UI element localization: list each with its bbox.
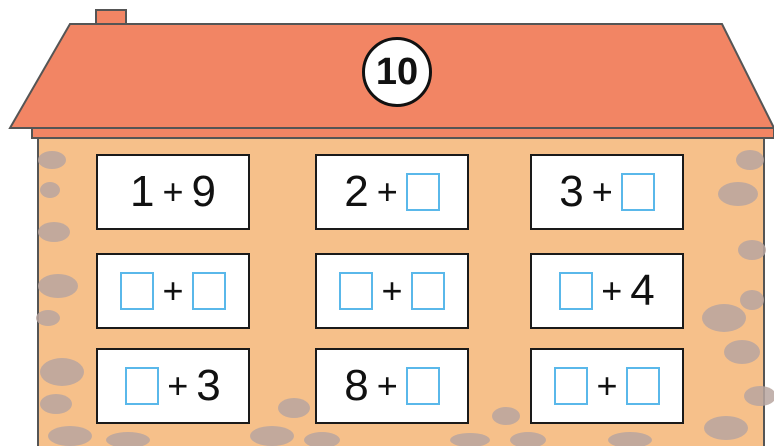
addition-window: + <box>315 253 469 329</box>
addition-window: +3 <box>96 348 250 424</box>
addition-expression: 3+ <box>559 170 655 214</box>
addend-number: 1 <box>130 170 154 214</box>
plus-sign: + <box>596 368 617 404</box>
answer-box[interactable] <box>406 173 440 211</box>
addition-expression: + <box>554 367 659 405</box>
answer-box[interactable] <box>411 272 445 310</box>
answer-box[interactable] <box>621 173 655 211</box>
answer-box[interactable] <box>554 367 588 405</box>
addition-expression: +3 <box>125 364 221 408</box>
roof-eave <box>32 128 774 138</box>
addend-number: 3 <box>559 170 583 214</box>
plus-sign: + <box>377 174 398 210</box>
addition-window: 2+ <box>315 154 469 230</box>
addend-number: 9 <box>192 170 216 214</box>
answer-box[interactable] <box>120 272 154 310</box>
plus-sign: + <box>377 368 398 404</box>
addition-expression: + <box>339 272 444 310</box>
addition-expression: 1+9 <box>130 170 216 214</box>
addend-number: 2 <box>344 170 368 214</box>
plus-sign: + <box>162 174 183 210</box>
answer-box[interactable] <box>192 272 226 310</box>
addition-window: + <box>530 348 684 424</box>
plus-sign: + <box>381 273 402 309</box>
addend-number: 4 <box>630 269 654 313</box>
plus-sign: + <box>167 368 188 404</box>
answer-box[interactable] <box>125 367 159 405</box>
answer-box[interactable] <box>626 367 660 405</box>
answer-box[interactable] <box>339 272 373 310</box>
addend-number: 3 <box>196 364 220 408</box>
addend-number: 8 <box>344 364 368 408</box>
roof-number: 10 <box>376 51 418 94</box>
plus-sign: + <box>162 273 183 309</box>
roof-number-badge: 10 <box>362 37 432 107</box>
addition-window: +4 <box>530 253 684 329</box>
addition-window: 1+9 <box>96 154 250 230</box>
addition-expression: 8+ <box>344 364 440 408</box>
answer-box[interactable] <box>406 367 440 405</box>
addition-window: 8+ <box>315 348 469 424</box>
answer-box[interactable] <box>559 272 593 310</box>
plus-sign: + <box>601 273 622 309</box>
addition-window: 3+ <box>530 154 684 230</box>
plus-sign: + <box>592 174 613 210</box>
addition-expression: + <box>120 272 225 310</box>
addition-window: + <box>96 253 250 329</box>
addition-expression: 2+ <box>344 170 440 214</box>
addition-expression: +4 <box>559 269 655 313</box>
